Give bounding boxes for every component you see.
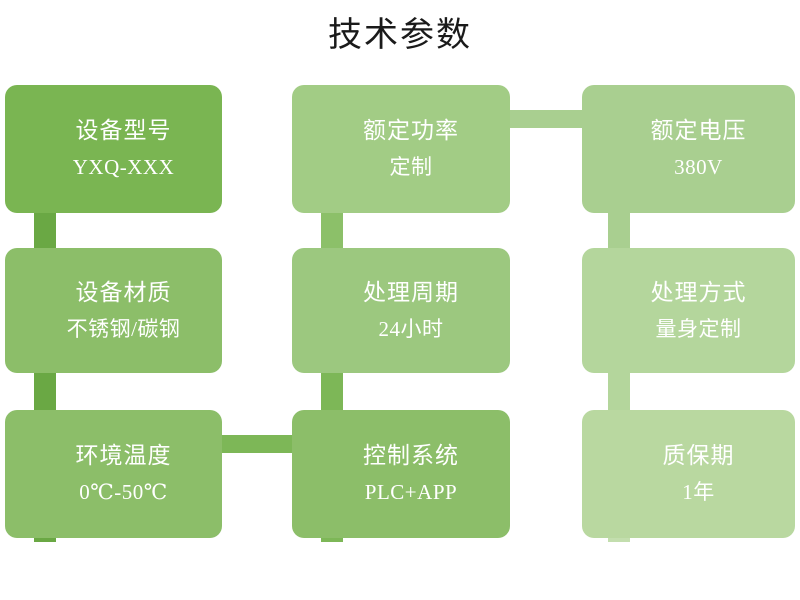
card-label: 额定功率: [363, 118, 459, 143]
connector-col2-row1-row2: [321, 196, 343, 264]
connector-col2-row2-row3: [321, 356, 343, 424]
card-label: 处理周期: [363, 279, 459, 305]
card-label: 控制系统: [363, 443, 459, 468]
card-process-cycle[interactable]: 处理周期 24小时: [292, 248, 510, 373]
card-rated-voltage[interactable]: 额定电压 380V: [582, 85, 795, 213]
card-device-material[interactable]: 设备材质 不锈钢/碳钢: [5, 248, 222, 373]
card-value: 380V: [674, 155, 723, 179]
connector-col3-row1-row2: [608, 196, 630, 264]
card-process-method[interactable]: 处理方式 量身定制: [582, 248, 795, 373]
page-title: 技术参数: [328, 16, 472, 54]
card-rated-power[interactable]: 额定功率 定制: [292, 85, 510, 213]
connector-col3-row2-row3: [608, 356, 630, 424]
card-value: 24小时: [378, 316, 444, 341]
connector-row3-col1-col2: [211, 435, 317, 453]
connector-col1-row1-row2: [34, 196, 56, 264]
card-label: 处理方式: [650, 279, 747, 305]
card-label: 设备型号: [75, 118, 172, 143]
card-ambient-temp[interactable]: 环境温度 0℃-50℃: [5, 410, 222, 538]
card-value: 1年: [682, 480, 715, 504]
card-value: PLC+APP: [364, 480, 458, 504]
card-device-model[interactable]: 设备型号 YXQ-XXX: [5, 85, 222, 213]
card-label: 额定电压: [650, 118, 747, 143]
card-value: 量身定制: [655, 316, 742, 341]
card-label: 设备材质: [75, 279, 172, 305]
card-value: 定制: [389, 155, 433, 179]
card-control-system[interactable]: 控制系统 PLC+APP: [292, 410, 510, 538]
card-warranty[interactable]: 质保期 1年: [582, 410, 795, 538]
card-label: 环境温度: [75, 443, 172, 468]
card-label: 质保期: [662, 443, 735, 468]
connector-row1-col2-col3: [498, 110, 604, 128]
card-value: 0℃-50℃: [79, 480, 168, 504]
card-value: YXQ-XXX: [72, 155, 175, 179]
connector-col1-row2-row3: [34, 356, 56, 424]
card-value: 不锈钢/碳钢: [66, 316, 181, 341]
